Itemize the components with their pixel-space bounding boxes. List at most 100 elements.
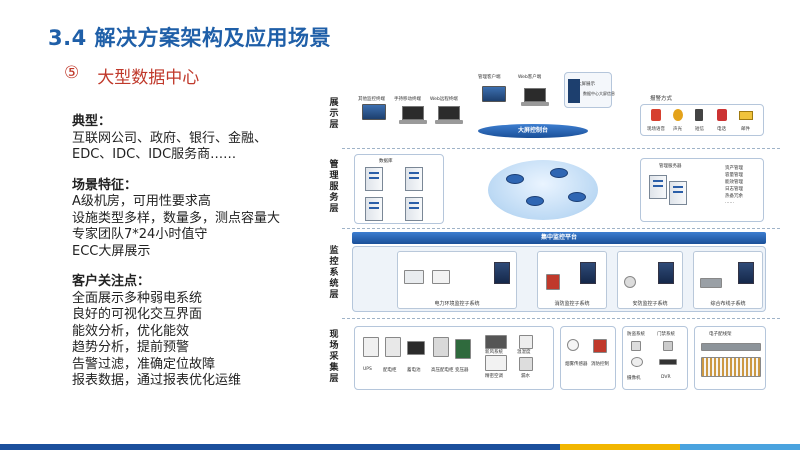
terminal-label: 手持移动终端 <box>394 97 421 102</box>
layer-label-field: 现场采集层 <box>329 330 339 384</box>
field-device-label: 高压配电柜 <box>431 368 454 373</box>
client-label: 管理客户端 <box>478 75 501 80</box>
field-device-label: 精密空调 <box>485 374 503 379</box>
section-heading-concerns: 客户关注点： <box>72 274 151 289</box>
management-function: 资产管理 <box>725 166 743 171</box>
database-server-icon <box>405 197 423 221</box>
fire-device-icon <box>546 274 560 290</box>
alarm-item-label: 邮件 <box>741 127 750 132</box>
alarm-method-title: 报警方式 <box>650 96 673 102</box>
concern-line: 告警过滤，准确定位故障 <box>72 356 216 372</box>
monitoring-host-icon <box>658 262 674 284</box>
router-icon <box>526 196 544 206</box>
client-label: Web客户端 <box>518 75 542 80</box>
feature-line: A级机房，可用性要求高 <box>72 194 211 209</box>
feature-line: ECC大屏展示 <box>72 243 151 259</box>
field-device-label: 烟雾传感器 <box>565 362 588 367</box>
slide-title: 3.4 解决方案架构及应用场景 <box>48 26 332 50</box>
monitoring-host-icon <box>494 262 510 284</box>
typical-line: EDC、IDC、IDC服务商…… <box>72 147 237 162</box>
field-device-label: 温湿度 <box>517 350 531 355</box>
big-screen-console: 大屏控制台 <box>478 124 588 138</box>
smoke-sensor-icon <box>567 339 579 351</box>
ups-icon <box>363 337 379 357</box>
subsystem-label: 消防监控子系统 <box>554 301 590 307</box>
fresh-air-icon <box>485 335 507 349</box>
power-devices-panel: UPS 配电柜 蓄电池 高压配电柜 变压器 新风系统 精密空调 温湿度 漏水 <box>354 326 554 390</box>
phone-icon <box>717 109 727 121</box>
field-device-label: 漏水 <box>521 374 530 379</box>
alarm-methods-panel: 现场语音 声光 短信 电话 邮件 <box>640 104 764 136</box>
anti-theft-icon <box>631 341 641 351</box>
concern-line: 报表数据，通过报表优化运维 <box>72 373 242 388</box>
router-icon <box>550 168 568 178</box>
big-screen-label: 大屏展示 <box>577 82 595 87</box>
alarm-item-label: 短信 <box>695 127 704 132</box>
fire-subsystem: 消防监控子系统 <box>537 251 607 309</box>
camera-icon <box>624 276 636 288</box>
patch-cable-icon <box>701 357 761 377</box>
big-screen-sub-label: 数据中心大屏信息 <box>583 91 615 96</box>
light-alarm-icon <box>673 109 683 121</box>
management-function: …… <box>725 200 734 205</box>
management-function: 日志管理 <box>725 187 743 192</box>
cabling-subsystem: 综合布线子系统 <box>693 251 763 309</box>
router-icon <box>506 174 524 184</box>
field-device-label: 变压器 <box>455 368 469 373</box>
field-device-label: DVR <box>661 375 671 380</box>
layer-label-display: 展示层 <box>329 98 339 130</box>
database-panel: 数据库 <box>354 154 444 224</box>
footer-color-bar <box>0 444 800 450</box>
transformer-icon <box>455 339 471 359</box>
database-label: 数据库 <box>379 159 393 164</box>
architecture-diagram: 展示层 管理服务层 监控系统层 现场采集层 其他监控终端 手持移动终端 Web远… <box>328 68 780 396</box>
power-env-subsystem: 电力环境监控子系统 <box>397 251 517 309</box>
field-device-label: 防盗系统 <box>627 332 645 337</box>
scenario-description: 典型： 互联网公司、政府、银行、金融、 EDC、IDC、IDC服务商…… 场景特… <box>72 114 312 390</box>
feature-line: 专家团队7*24小时值守 <box>72 227 208 242</box>
cabling-devices-panel: 电子配线架 <box>694 326 766 390</box>
management-server-label: 管理服务器 <box>659 164 682 169</box>
patch-panel-icon <box>700 278 722 288</box>
typical-line: 互联网公司、政府、银行、金融、 <box>72 130 268 146</box>
management-server-panel: 管理服务器 资产管理 容量管理 能效管理 日志管理 热备冗余 …… <box>640 158 764 222</box>
section-heading-features: 场景特征： <box>72 177 138 193</box>
security-subsystem: 安防监控子系统 <box>617 251 683 309</box>
subsystem-label: 安防监控子系统 <box>632 301 668 307</box>
footer-segment-lightblue <box>680 444 800 450</box>
layer-label-management: 管理服务层 <box>329 160 339 214</box>
subtitle-marker: ⑤ <box>64 63 80 83</box>
big-screen-panel: 大屏展示 数据中心大屏信息 <box>564 72 615 108</box>
field-device-label: 消防控制 <box>591 362 609 367</box>
layer-divider <box>342 228 780 229</box>
camera-icon <box>631 357 643 367</box>
precision-ac-icon <box>485 355 507 371</box>
handheld-terminal-icon <box>399 106 427 124</box>
field-device-label: UPS <box>363 367 372 372</box>
water-leak-icon <box>519 357 533 371</box>
monitoring-host-icon <box>580 262 596 284</box>
layer-divider <box>342 148 780 149</box>
alarm-item-label: 声光 <box>673 127 682 132</box>
field-device-label: 蓄电池 <box>407 368 421 373</box>
footer-segment-blue <box>0 444 560 450</box>
monitor-terminal-icon <box>362 104 386 120</box>
feature-line: 设施类型多样，数量多，测点容量大 <box>72 210 281 226</box>
battery-icon <box>407 341 425 355</box>
terminal-label: 其他监控终端 <box>358 97 385 102</box>
subtitle-text: 大型数据中心 <box>97 68 200 88</box>
monitoring-host-icon <box>738 262 754 284</box>
layer-label-monitor: 监控系统层 <box>329 246 339 300</box>
concern-line: 趋势分析，提前预警 <box>72 340 190 355</box>
database-server-icon <box>405 167 423 191</box>
field-device-label: 新风系统 <box>485 350 503 355</box>
section-subtitle: ⑤ 大型数据中心 <box>64 63 199 88</box>
footer-segment-yellow <box>560 444 680 450</box>
management-function: 能效管理 <box>725 180 743 185</box>
sensor-module-icon <box>432 270 450 284</box>
field-device-label: 电子配线架 <box>709 332 732 337</box>
router-icon <box>568 192 586 202</box>
hv-cabinet-icon <box>433 337 449 357</box>
fire-control-icon <box>593 339 607 353</box>
controller-icon <box>404 270 424 284</box>
